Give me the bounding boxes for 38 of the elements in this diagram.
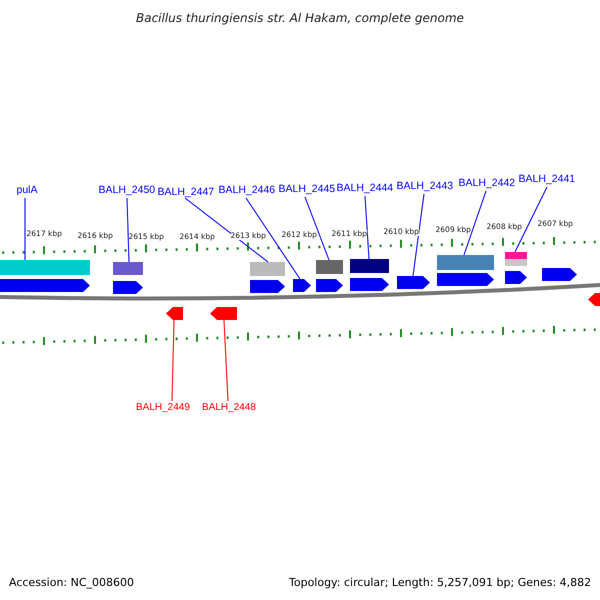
gene-feature — [505, 252, 527, 284]
leader-line — [412, 194, 424, 276]
accession-text: Accession: NC_008600 — [9, 576, 134, 588]
gene-feature — [437, 255, 494, 286]
gene-label: BALH_2442 — [458, 178, 516, 188]
gene-label: BALH_2443 — [396, 180, 454, 191]
leader-line — [364, 196, 370, 260]
gene-feature — [166, 307, 183, 320]
diagram-title: Bacillus thuringiensis str. Al Hakam, complete genome — [136, 12, 464, 24]
genome-stats-text: Topology: circular; Length: 5,257,091 bp; Genes: 4,882 — [289, 576, 592, 588]
gene-feature — [542, 268, 577, 281]
leader-line — [126, 198, 130, 262]
leader-line — [246, 198, 300, 280]
gene-feature — [250, 262, 285, 293]
leader-line — [464, 190, 486, 256]
leader-line — [304, 196, 330, 260]
gene-label: BALH_2444 — [336, 182, 394, 193]
leader-line — [24, 198, 26, 260]
gene-label: BALH_2447 — [158, 186, 214, 197]
gene-feature — [350, 259, 389, 291]
leader-line — [514, 186, 548, 252]
leader-line — [172, 320, 174, 402]
gene-feature — [0, 260, 90, 292]
gene-feature — [397, 276, 430, 289]
gene-feature — [588, 293, 600, 306]
gene-label: BALH_2446 — [218, 184, 276, 195]
gene-feature — [293, 279, 311, 292]
gene-feature — [316, 260, 343, 292]
gene-label: BALH_2445 — [278, 184, 336, 194]
gene-label: BALH_2450 — [98, 184, 156, 195]
gene-label: pulA — [16, 184, 38, 195]
leader-line — [224, 320, 228, 402]
gene-feature — [113, 262, 143, 294]
gene-label: BALH_2448 — [202, 403, 256, 413]
gene-label: BALH_2449 — [136, 403, 190, 413]
gene-feature — [210, 307, 237, 320]
gene-label: BALH_2441 — [518, 174, 576, 184]
leader-line — [184, 198, 268, 262]
